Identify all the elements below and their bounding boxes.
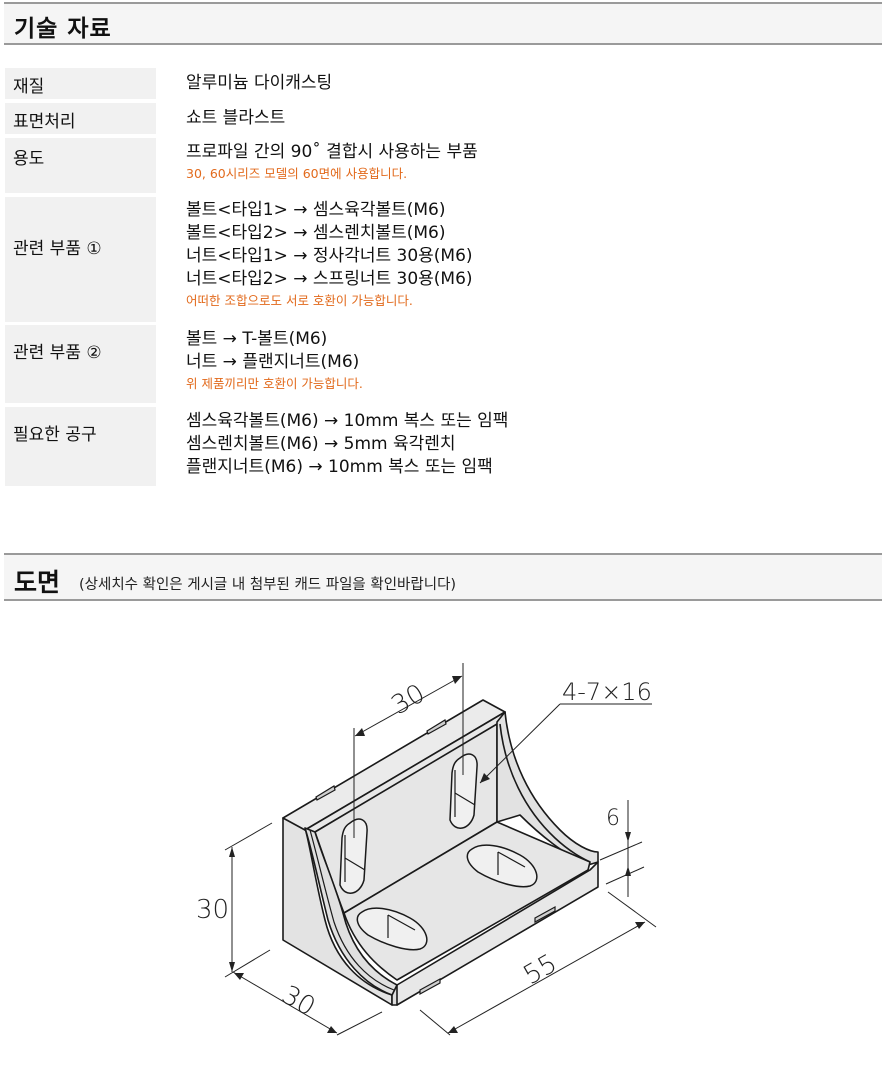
spec-value-line: 쇼트 블라스트 [186, 108, 286, 128]
spec-label: 용도 [5, 138, 156, 193]
spec-label: 재질 [5, 68, 156, 99]
spec-label: 필요한 공구 [5, 407, 156, 486]
spec-value-line: 플랜지너트(M6) → 10mm 복스 또는 임팩 [186, 457, 493, 477]
spec-value: 볼트 → T-볼트(M6) 너트 → 플랜지너트(M6) 위 제품끼리만 호환이… [186, 328, 363, 394]
dim-length: 55 [519, 949, 563, 992]
spec-value-line: 프로파일 간의 90˚ 결합시 사용하는 부품 [186, 142, 478, 162]
tech-section-header: 기술 자료 [4, 2, 882, 45]
bracket-drawing: 30 4-7×16 6 30 30 55 [0, 620, 884, 1060]
drawing-section-note: (상세치수 확인은 게시글 내 첨부된 캐드 파일을 확인바랍니다) [79, 577, 457, 593]
spec-value-line: 볼트<타입2> → 셈스렌치볼트(M6) [186, 223, 446, 243]
dim-height: 30 [196, 895, 229, 925]
spec-note: 위 제품끼리만 호환이 가능합니다. [186, 376, 363, 391]
spec-value-line: 너트<타입2> → 스프링너트 30용(M6) [186, 269, 473, 289]
dim-thickness: 6 [606, 806, 620, 831]
spec-value-line: 볼트 → T-볼트(M6) [186, 329, 328, 349]
spec-value-line: 너트<타입1> → 정사각너트 30용(M6) [186, 246, 473, 266]
spec-label: 표면처리 [5, 103, 156, 134]
spec-value: 알루미늄 다이캐스팅 [186, 72, 332, 95]
spec-value-line: 너트 → 플랜지너트(M6) [186, 352, 360, 372]
dim-depth: 30 [277, 980, 321, 1023]
spec-value-line: 셈스렌치볼트(M6) → 5mm 육각렌치 [186, 434, 456, 454]
spec-value: 볼트<타입1> → 셈스육각볼트(M6) 볼트<타입2> → 셈스렌치볼트(M6… [186, 199, 473, 311]
dim-slot-spec: 4-7×16 [562, 678, 652, 706]
spec-row-related-parts-2: 관련 부품 ② 볼트 → T-볼트(M6) 너트 → 플랜지너트(M6) 위 제… [5, 325, 685, 403]
tech-section-title: 기술 자료 [14, 16, 112, 42]
spec-value-line: 알루미늄 다이캐스팅 [186, 73, 333, 93]
spec-value: 프로파일 간의 90˚ 결합시 사용하는 부품 30, 60시리즈 모델의 60… [186, 141, 478, 184]
drawing-section-title: 도면 [14, 568, 61, 597]
spec-row-material: 재질 알루미늄 다이캐스팅 [5, 68, 685, 99]
spec-note: 30, 60시리즈 모델의 60면에 사용합니다. [186, 166, 408, 181]
spec-value-line: 셈스육각볼트(M6) → 10mm 복스 또는 임팩 [186, 411, 509, 431]
spec-value: 셈스육각볼트(M6) → 10mm 복스 또는 임팩 셈스렌치볼트(M6) → … [186, 410, 508, 479]
spec-row-related-parts-1: 관련 부품 ① 볼트<타입1> → 셈스육각볼트(M6) 볼트<타입2> → 셈… [5, 197, 685, 322]
spec-value: 쇼트 블라스트 [186, 107, 285, 130]
spec-row-usage: 용도 프로파일 간의 90˚ 결합시 사용하는 부품 30, 60시리즈 모델의… [5, 138, 685, 193]
spec-label: 관련 부품 ① [5, 197, 156, 322]
spec-value-line: 볼트<타입1> → 셈스육각볼트(M6) [186, 200, 446, 220]
spec-note: 어떠한 조합으로도 서로 호환이 가능합니다. [186, 293, 413, 308]
spec-row-tools: 필요한 공구 셈스육각볼트(M6) → 10mm 복스 또는 임팩 셈스렌치볼트… [5, 407, 685, 486]
spec-label: 관련 부품 ② [5, 325, 156, 403]
drawing-section-header: 도면 (상세치수 확인은 게시글 내 첨부된 캐드 파일을 확인바랍니다) [4, 553, 882, 601]
spec-row-surface: 표면처리 쇼트 블라스트 [5, 103, 685, 134]
isometric-bracket-drawing: 30 4-7×16 6 30 30 55 [196, 663, 657, 1036]
